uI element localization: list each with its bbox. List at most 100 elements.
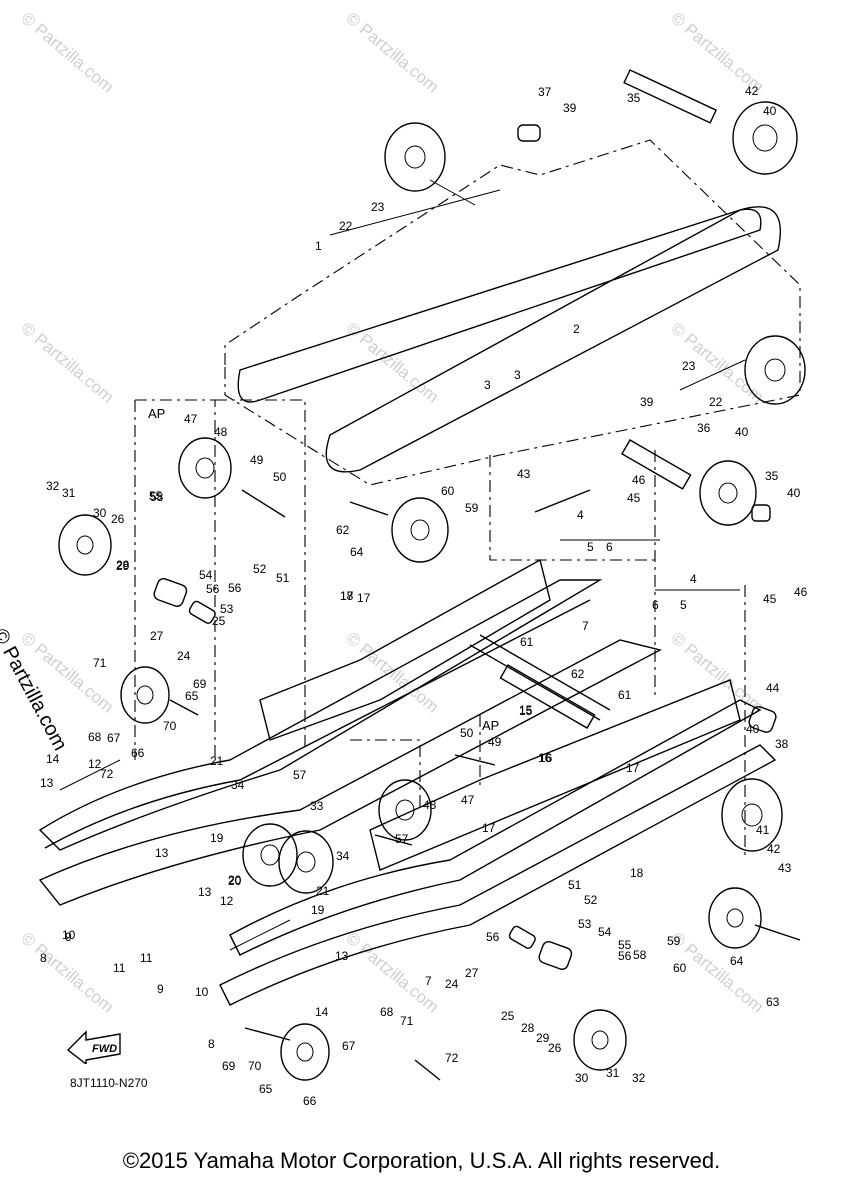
callout-number: 70: [248, 1059, 262, 1073]
callout-number: 18: [630, 866, 644, 880]
callout-number: 62: [336, 523, 350, 537]
wheel-49-upper: [178, 437, 232, 499]
wheel-42-lower: [721, 778, 783, 852]
callout-number: 17: [626, 761, 640, 775]
callout-number: 66: [303, 1094, 317, 1108]
watermark-text: © Partzilla.com: [342, 9, 442, 97]
wheel-20a: [242, 823, 298, 887]
callout-number: 12: [88, 757, 102, 771]
callout-number: 8: [40, 951, 47, 965]
callout-number: 26: [548, 1041, 562, 1055]
callout-number: 17: [357, 591, 371, 605]
callout-number: 46: [632, 473, 646, 487]
callout-number: 17: [340, 589, 354, 603]
group-outlines: [134, 399, 746, 860]
callout-number: 18: [340, 589, 354, 603]
wheel-22-right: [744, 335, 806, 405]
callout-number: 36: [697, 421, 711, 435]
callout-number: 11: [113, 961, 126, 975]
callout-number: 17: [482, 821, 496, 835]
callout-number: 45: [763, 592, 777, 606]
wheel-65-upper: [120, 666, 170, 724]
watermark-text: © Partzilla.com: [667, 629, 767, 717]
callout-number: 48: [214, 425, 228, 439]
callout-number: 28: [521, 1021, 535, 1035]
callout-number: 72: [100, 767, 114, 781]
wheel-22-top: [384, 122, 446, 192]
fwd-arrow-icon: FWD: [66, 1030, 121, 1064]
wheels: [58, 101, 806, 1081]
callout-number: 72: [445, 1051, 459, 1065]
callout-number: 70: [163, 719, 177, 733]
callout-number: 15: [519, 703, 533, 717]
callout-number: 57: [395, 832, 409, 846]
callout-number: 25: [212, 614, 226, 628]
parts-diagram: © Partzilla.com © Partzilla.com © Partzill…: [17, 9, 807, 1108]
callout-number: 20: [228, 874, 242, 888]
callout-number: 54: [199, 568, 213, 582]
callout-number: 66: [131, 746, 145, 760]
callout-number: 16: [539, 751, 553, 765]
callout-number: 43: [778, 861, 792, 875]
callout-number: 39: [563, 101, 577, 115]
callout-number: 12: [220, 894, 234, 908]
callout-number: 14: [315, 1005, 329, 1019]
callout-number: 14: [46, 752, 60, 766]
callout-number: 60: [441, 484, 455, 498]
callout-number: 5: [680, 598, 687, 612]
callout-number: 3: [514, 368, 521, 382]
callout-number: 50: [460, 726, 474, 740]
callout-number: 42: [745, 84, 759, 98]
callout-number: 61: [618, 688, 632, 702]
callout-number: 4: [577, 508, 584, 522]
callout-number: 10: [195, 985, 209, 999]
wheel-31-left: [58, 514, 112, 576]
callout-number: 67: [107, 731, 121, 745]
callout-number: 65: [259, 1082, 273, 1096]
callout-number: 31: [606, 1066, 620, 1080]
callout-number: 11: [140, 951, 153, 965]
callout-number: 19: [210, 831, 224, 845]
callout-number: 49: [488, 735, 502, 749]
callout-number: 27: [465, 966, 479, 980]
watermark-text: © Partzilla.com: [17, 319, 117, 407]
callout-number: 20: [228, 873, 242, 887]
callout-number: 68: [380, 1005, 394, 1019]
callout-number: 2: [573, 322, 580, 336]
callout-number: 50: [273, 470, 287, 484]
callout-number: 1: [315, 239, 322, 253]
callout-number: 41: [756, 823, 770, 837]
callout-number: 21: [210, 754, 224, 768]
callout-number: 42: [767, 842, 781, 856]
callout-number: 27: [150, 629, 164, 643]
callout-number: 55: [618, 938, 632, 952]
callout-number: 10: [62, 928, 76, 942]
callout-number: 54: [598, 925, 612, 939]
callout-number: 64: [350, 545, 364, 559]
callout-number: 56: [206, 582, 220, 596]
slide-rails: [38, 558, 777, 1006]
wheel-31-lower: [573, 1009, 627, 1071]
callout-number: 43: [517, 467, 531, 481]
callout-number: 65: [185, 689, 199, 703]
callout-number: 9: [157, 982, 164, 996]
callout-number: 37: [538, 85, 552, 99]
callout-number: 56: [618, 949, 632, 963]
callout-number: 60: [673, 961, 687, 975]
callout-number: 57: [293, 768, 307, 782]
callout-number: 4: [690, 572, 697, 586]
callout-number: 6: [652, 598, 659, 612]
callout-number: 5: [587, 540, 594, 554]
callout-number: 13: [335, 949, 349, 963]
callout-number: 31: [62, 486, 76, 500]
callout-number: 3: [484, 378, 491, 392]
callout-number: 71: [400, 1014, 414, 1028]
callout-number: 64: [730, 954, 744, 968]
callout-number: 35: [765, 469, 779, 483]
callout-number: 24: [177, 649, 191, 663]
callout-number: 69: [222, 1059, 236, 1073]
ap-label-lower: AP: [482, 718, 499, 733]
callout-number: 52: [253, 562, 267, 576]
watermark-text: © Partzilla.com: [17, 9, 117, 97]
callout-number: 13: [198, 885, 212, 899]
